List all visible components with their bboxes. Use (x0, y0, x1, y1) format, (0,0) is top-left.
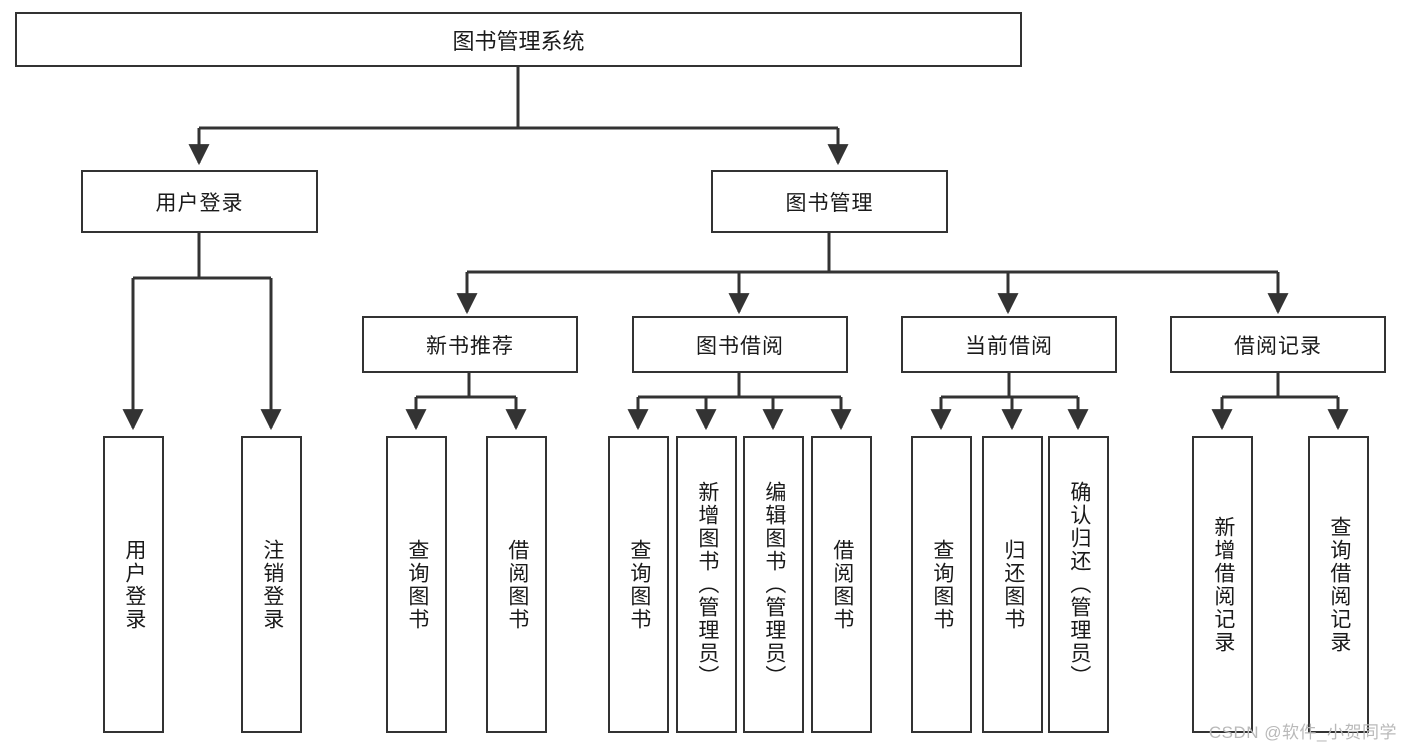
node-book-borrow-label: 图书借阅 (696, 334, 784, 358)
node-root[interactable]: 图书管理系统 (15, 12, 1022, 67)
node-leaf-borrow-book-2-label: 借阅图书 (830, 538, 854, 631)
node-user-login[interactable]: 用户登录 (81, 170, 318, 233)
node-leaf-add-borrow-record[interactable]: 新增借阅记录 (1192, 436, 1253, 733)
node-current-borrow[interactable]: 当前借阅 (901, 316, 1117, 373)
node-leaf-user-login-label: 用户登录 (122, 538, 146, 631)
node-new-book-recommend[interactable]: 新书推荐 (362, 316, 578, 373)
node-leaf-borrow-book-2[interactable]: 借阅图书 (811, 436, 872, 733)
node-current-borrow-label: 当前借阅 (965, 334, 1053, 358)
node-leaf-query-book-1[interactable]: 查询图书 (386, 436, 447, 733)
node-book-borrow[interactable]: 图书借阅 (632, 316, 848, 373)
node-leaf-query-borrow-record-label: 查询借阅记录 (1327, 515, 1351, 654)
node-leaf-query-book-3-label: 查询图书 (930, 538, 954, 631)
node-leaf-query-book-3[interactable]: 查询图书 (911, 436, 972, 733)
node-user-login-label: 用户登录 (155, 191, 244, 215)
node-leaf-edit-book-admin-label: 编辑图书（管理员） (762, 481, 786, 688)
node-borrow-record-label: 借阅记录 (1234, 334, 1322, 358)
node-leaf-confirm-return-admin-label: 确认归还（管理员） (1067, 481, 1091, 688)
node-leaf-query-book-2[interactable]: 查询图书 (608, 436, 669, 733)
node-leaf-logout-login-label: 注销登录 (260, 538, 284, 631)
node-leaf-query-borrow-record[interactable]: 查询借阅记录 (1308, 436, 1369, 733)
node-leaf-logout-login[interactable]: 注销登录 (241, 436, 302, 733)
node-leaf-query-book-1-label: 查询图书 (405, 538, 429, 631)
node-leaf-return-book-label: 归还图书 (1001, 538, 1025, 631)
node-leaf-add-borrow-record-label: 新增借阅记录 (1211, 515, 1235, 654)
node-new-book-recommend-label: 新书推荐 (426, 334, 514, 358)
node-book-management-label: 图书管理 (785, 191, 874, 215)
node-leaf-confirm-return-admin[interactable]: 确认归还（管理员） (1048, 436, 1109, 733)
node-leaf-user-login[interactable]: 用户登录 (103, 436, 164, 733)
node-book-management[interactable]: 图书管理 (711, 170, 948, 233)
node-borrow-record[interactable]: 借阅记录 (1170, 316, 1386, 373)
node-leaf-add-book-admin[interactable]: 新增图书（管理员） (676, 436, 737, 733)
node-leaf-borrow-book-1[interactable]: 借阅图书 (486, 436, 547, 733)
node-root-label: 图书管理系统 (452, 28, 585, 54)
node-leaf-return-book[interactable]: 归还图书 (982, 436, 1043, 733)
csdn-watermark: CSDN @软件_小贺同学 (1208, 723, 1397, 742)
node-leaf-query-book-2-label: 查询图书 (627, 538, 651, 631)
node-leaf-edit-book-admin[interactable]: 编辑图书（管理员） (743, 436, 804, 733)
node-leaf-borrow-book-1-label: 借阅图书 (505, 538, 529, 631)
node-leaf-add-book-admin-label: 新增图书（管理员） (695, 481, 719, 688)
